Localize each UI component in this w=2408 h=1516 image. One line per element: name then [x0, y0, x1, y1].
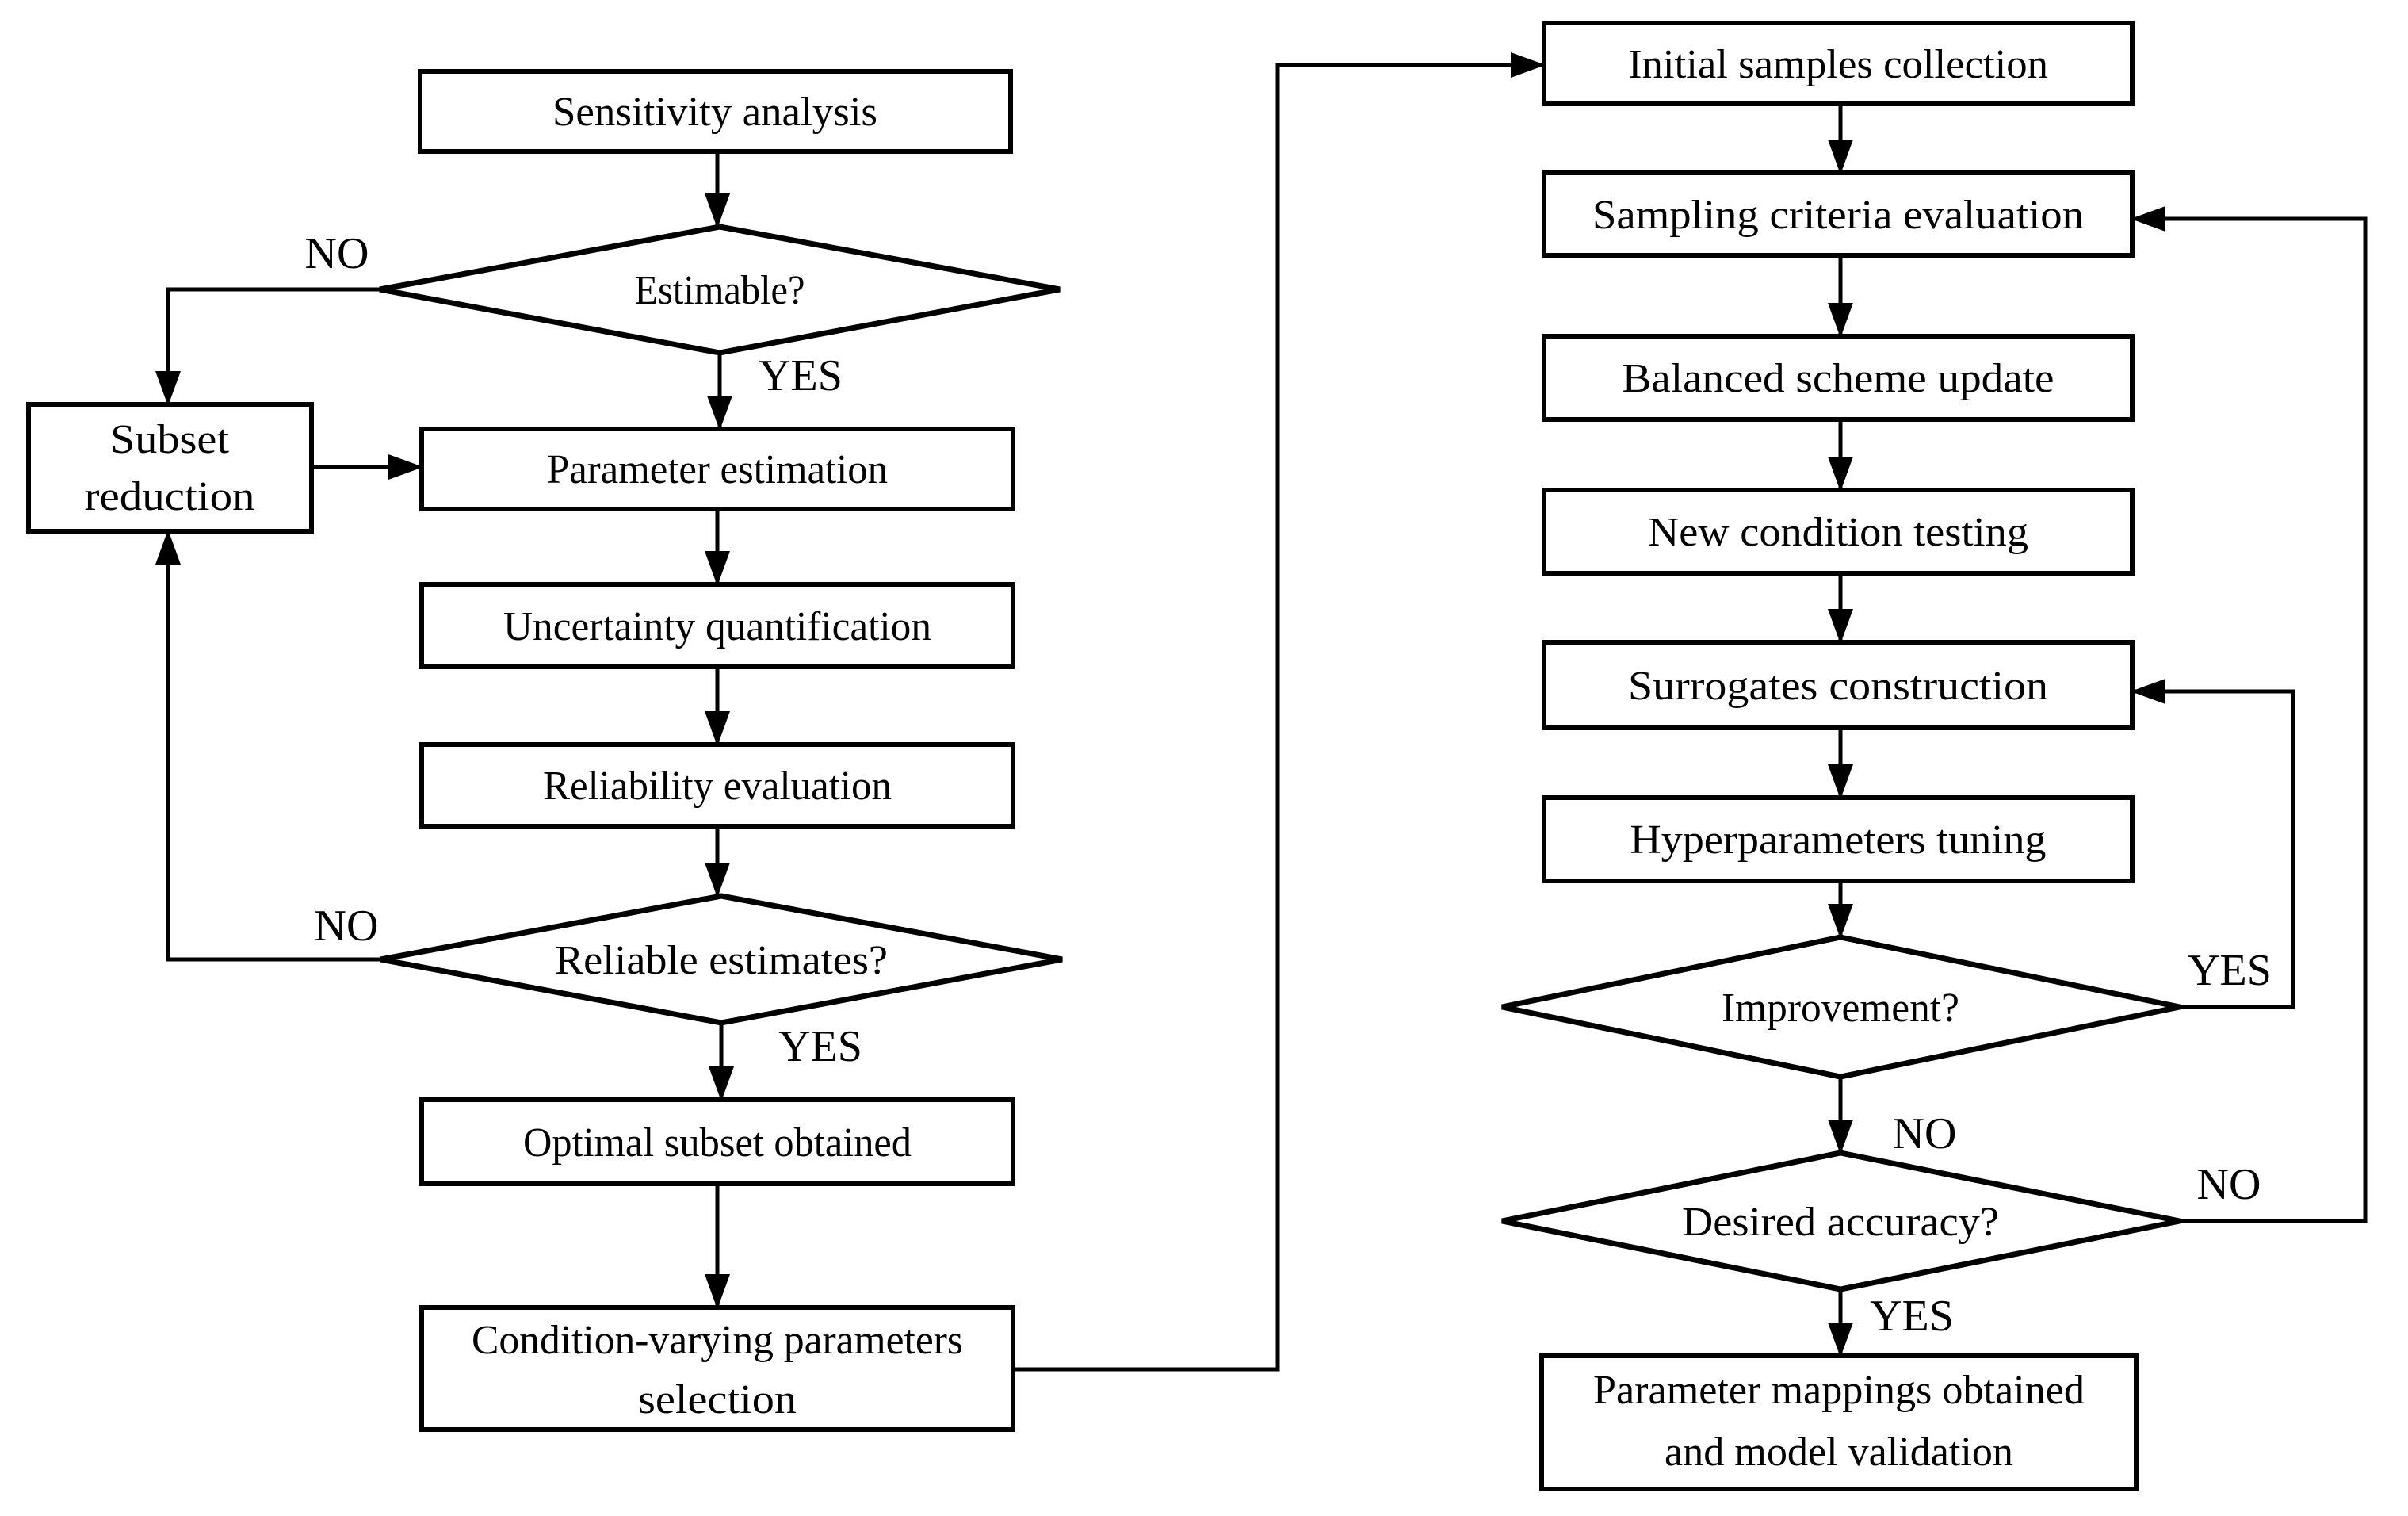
node-reliability-evaluation-label: Reliability evaluation	[543, 764, 892, 809]
node-sampling-criteria-evaluation: Sampling criteria evaluation	[1542, 170, 2135, 258]
node-desired-accuracy: Desired accuracy?	[1501, 1150, 2181, 1292]
node-parameter-mappings-box	[1539, 1353, 2139, 1491]
edge-estimable-no-to-subset-reduction	[155, 287, 380, 406]
node-sensitivity-analysis: Sensitivity analysis	[418, 69, 1013, 154]
node-sensitivity-analysis-box	[418, 69, 1013, 154]
node-subset-reduction: Subset reduction	[26, 402, 314, 534]
node-initial-samples-collection: Initial samples collection	[1542, 21, 2135, 106]
node-parameter-estimation: Parameter estimation	[419, 427, 1015, 511]
node-condition-varying-selection-box	[419, 1305, 1015, 1432]
node-parameter-mappings-label-line2: and model validation	[1665, 1430, 2013, 1475]
edge-label-desired-accuracy-yes: YES	[1870, 1292, 1954, 1341]
node-subset-reduction-label-line1: Subset	[110, 417, 230, 462]
node-new-condition-testing-box	[1542, 488, 2135, 576]
node-uncertainty-quantification-label: Uncertainty quantification	[503, 604, 931, 649]
node-improvement: Improvement?	[1501, 934, 2181, 1080]
node-condition-varying-selection-label-line2: selection	[638, 1377, 797, 1422]
node-surrogates-construction: Surrogates construction	[1542, 640, 2135, 730]
edge-label-reliable-estimates-yes: YES	[778, 1022, 862, 1071]
node-optimal-subset-obtained-label: Optimal subset obtained	[523, 1120, 912, 1166]
edge-label-estimable-yes: YES	[759, 351, 843, 400]
node-sampling-criteria-evaluation-label: Sampling criteria evaluation	[1592, 193, 2084, 238]
node-initial-samples-collection-box	[1542, 21, 2135, 106]
node-surrogates-construction-label: Surrogates construction	[1628, 664, 2048, 709]
node-condition-varying-selection: Condition-varying parameters selection	[419, 1305, 1015, 1432]
edge-condition-varying-to-initial-samples	[1013, 52, 1546, 1372]
edge-desired-accuracy-no-to-sampling-criteria	[2131, 206, 2368, 1223]
edge-label-improvement-no: NO	[1893, 1109, 1957, 1158]
node-uncertainty-quantification: Uncertainty quantification	[419, 582, 1015, 669]
node-reliable-estimates: Reliable estimates?	[380, 893, 1063, 1026]
node-initial-samples-collection-label: Initial samples collection	[1628, 42, 2048, 87]
node-balanced-scheme-update: Balanced scheme update	[1542, 334, 2135, 422]
node-hyperparameters-tuning-box	[1542, 795, 2135, 883]
node-balanced-scheme-update-label: Balanced scheme update	[1623, 356, 2054, 401]
node-improvement-label: Improvement?	[1722, 986, 1959, 1031]
node-hyperparameters-tuning: Hyperparameters tuning	[1542, 795, 2135, 883]
node-condition-varying-selection-label-line1: Condition-varying parameters	[472, 1318, 963, 1363]
node-parameter-mappings: Parameter mappings obtained and model va…	[1539, 1353, 2139, 1491]
edge-improvement-yes-to-surrogates	[2131, 679, 2295, 1009]
node-new-condition-testing: New condition testing	[1542, 488, 2135, 576]
node-new-condition-testing-label: New condition testing	[1648, 510, 2028, 555]
node-reliability-evaluation: Reliability evaluation	[419, 742, 1015, 829]
node-uncertainty-quantification-box	[419, 582, 1015, 669]
edge-label-improvement-yes: YES	[2188, 946, 2272, 995]
node-parameter-mappings-label-line1: Parameter mappings obtained	[1593, 1368, 2085, 1413]
edge-reliable-estimates-no-to-subset-reduction	[155, 530, 380, 962]
node-estimable-label: Estimable?	[635, 268, 805, 313]
edge-label-reliable-estimates-no: NO	[315, 902, 379, 951]
node-sensitivity-analysis-label: Sensitivity analysis	[552, 90, 877, 135]
edge-label-desired-accuracy-no: NO	[2197, 1160, 2261, 1209]
node-parameter-estimation-label: Parameter estimation	[547, 447, 888, 492]
node-estimable: Estimable?	[379, 224, 1061, 356]
node-reliable-estimates-label: Reliable estimates?	[555, 938, 888, 983]
node-desired-accuracy-label: Desired accuracy?	[1682, 1200, 1999, 1245]
edge-label-estimable-no: NO	[305, 229, 369, 278]
node-subset-reduction-label-line2: reduction	[85, 474, 255, 519]
node-optimal-subset-obtained: Optimal subset obtained	[419, 1097, 1015, 1186]
node-balanced-scheme-update-box	[1542, 334, 2135, 422]
node-hyperparameters-tuning-label: Hyperparameters tuning	[1630, 817, 2047, 863]
